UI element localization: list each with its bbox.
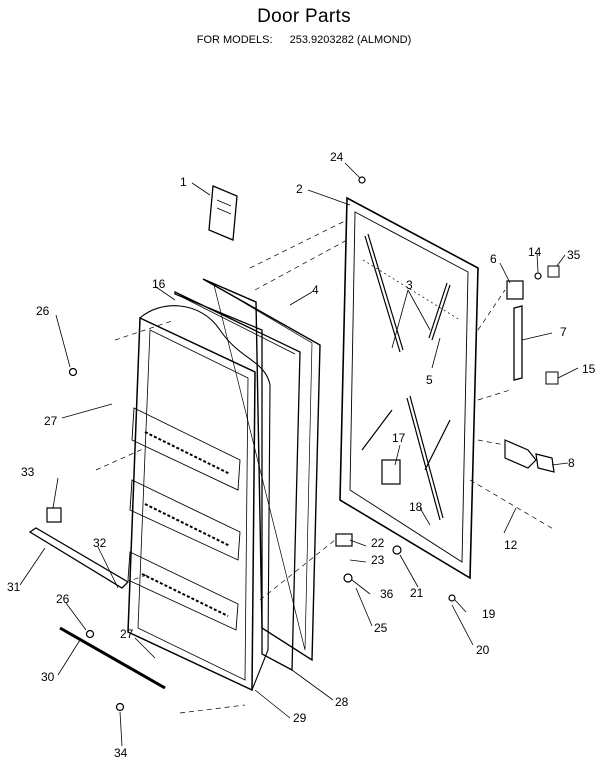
callout-19: 19 [482, 607, 496, 621]
part-33-clip [46, 507, 62, 523]
callout-3: 15 [582, 362, 596, 376]
callout-16: 16 [152, 277, 166, 291]
outer-door-panel [339, 196, 479, 580]
callout-23: 23 [371, 553, 385, 567]
callout-15: 14 [528, 245, 542, 259]
callout-36: 36 [380, 587, 394, 601]
inner-door-liner [127, 305, 271, 692]
part-17-latch [381, 459, 401, 485]
callout-5: 4 [312, 283, 319, 297]
callout-8: 7 [560, 325, 567, 339]
part-24-screw [358, 176, 366, 184]
callout-labels: 1 2 15 3 4 5 6 7 8 12 14 16 17 18 19 20 … [7, 150, 596, 760]
callout-32: 32 [93, 536, 107, 550]
part-21-bushing [392, 545, 402, 555]
callout-4: 3 [406, 278, 413, 292]
models-label: FOR MODELS: [196, 34, 273, 46]
callout-27b: 27 [120, 627, 134, 641]
part-1-label-card [208, 185, 238, 241]
page-title: Door Parts [257, 6, 351, 27]
callout-31: 31 [7, 580, 21, 594]
part-26b-screw [85, 629, 95, 639]
callout-25: 25 [374, 621, 388, 635]
callout-12: 8 [568, 456, 575, 470]
models-line: FOR MODELS: 253.9203282 (ALMOND) [0, 34, 608, 46]
callout-28: 28 [335, 695, 349, 709]
callout-17: 17 [392, 431, 406, 445]
callout-21: 21 [410, 586, 424, 600]
part-19-washer [448, 594, 456, 602]
part-12-cap [535, 453, 555, 473]
part-30-rod [59, 626, 166, 690]
model-number: 253.9203282 (ALMOND) [289, 34, 412, 46]
callout-26b: 26 [56, 592, 70, 606]
callout-29: 29 [293, 711, 307, 725]
callout-14: 12 [504, 538, 518, 552]
breaker-frame [174, 290, 301, 672]
part-31-trim [28, 527, 130, 589]
callout-6: 5 [426, 373, 433, 387]
part-3-plate [545, 371, 559, 385]
callout-30: 30 [41, 670, 55, 684]
callout-18: 18 [409, 500, 423, 514]
callout-27: 27 [44, 414, 58, 428]
part-8-bar [513, 305, 523, 381]
callout-22: 22 [371, 536, 385, 550]
callout-34: 34 [114, 746, 128, 760]
callout-1: 1 [180, 175, 187, 189]
part-15-screw [534, 272, 542, 280]
callout-2: 2 [296, 182, 303, 196]
part-36-nut [343, 573, 353, 583]
callout-26: 26 [36, 304, 50, 318]
part-22-hinge [335, 533, 353, 547]
part-34-screw [115, 702, 125, 712]
part-26-screw [68, 367, 78, 377]
callout-7: 6 [490, 252, 497, 266]
part-35-plate [547, 265, 560, 278]
callout-33: 33 [21, 465, 35, 479]
part-12-knob [504, 439, 537, 469]
callout-24: 24 [330, 150, 344, 164]
callout-35: 35 [567, 248, 581, 262]
callout-20: 20 [476, 643, 490, 657]
part-7-bracket [506, 280, 524, 300]
leader-lines [19, 162, 579, 747]
door-gasket [202, 278, 321, 662]
assembly-lines [95, 219, 556, 714]
